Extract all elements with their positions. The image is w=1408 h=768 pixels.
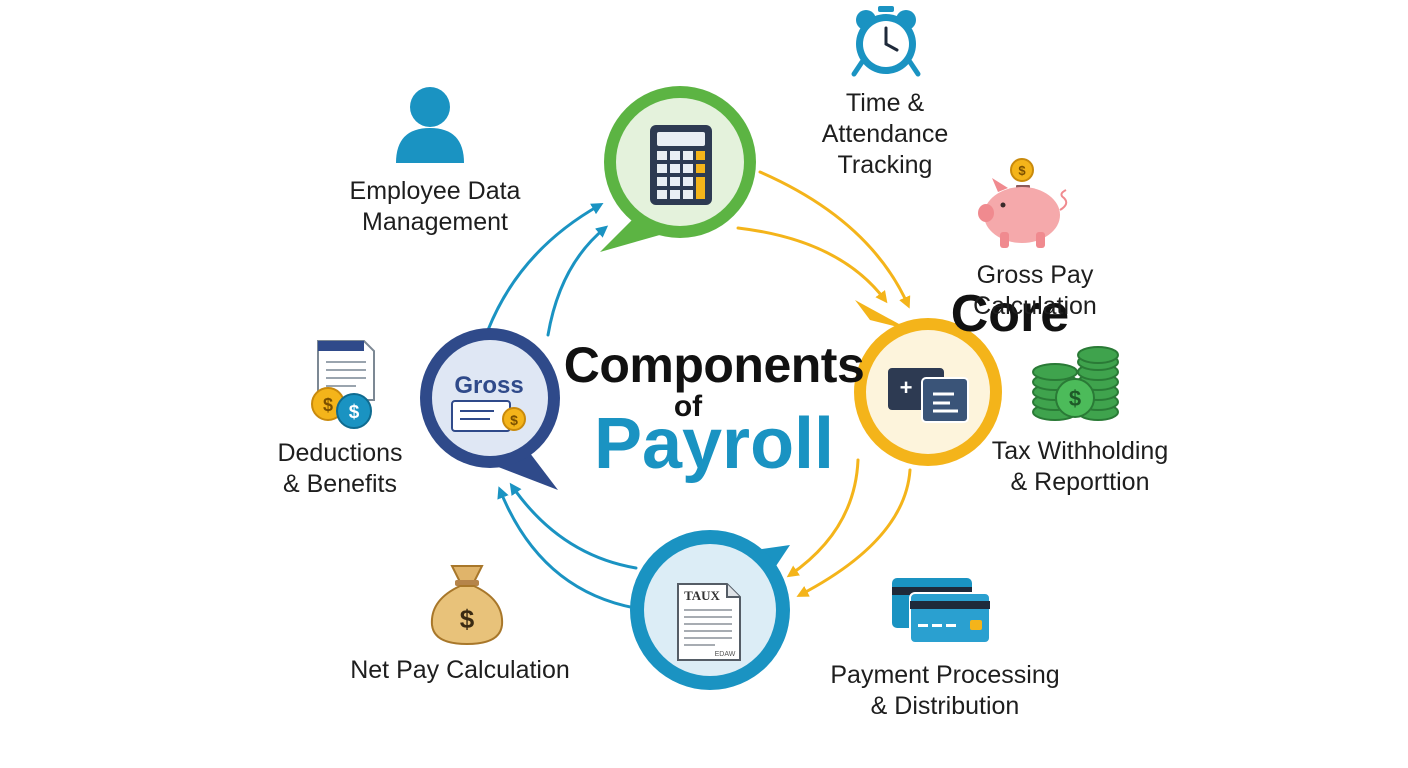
alarm-clock-icon bbox=[851, 6, 921, 77]
arrow-blue-left-outer bbox=[486, 203, 604, 332]
label-time-line2: Attendance bbox=[821, 120, 949, 148]
title-of: of bbox=[673, 390, 703, 423]
tax-node: TAUX EDAW bbox=[630, 530, 790, 690]
svg-text:$: $ bbox=[323, 395, 333, 415]
gross-pay-stub-icon: $ bbox=[451, 400, 526, 432]
arrow-yellow-top-outer bbox=[758, 170, 911, 309]
label-time-line3: Tracking bbox=[837, 151, 933, 179]
arrow-yellow-right-inner bbox=[786, 458, 860, 578]
label-time-attendance: Time & Attendance Tracking bbox=[790, 88, 980, 181]
label-employee-data: Employee Data Management bbox=[320, 176, 550, 238]
label-tax-line1: Tax Withholding bbox=[991, 437, 1169, 465]
label-tax-line2: & Reporttion bbox=[1010, 468, 1150, 496]
svg-text:$: $ bbox=[1069, 386, 1081, 411]
money-bag-icon: $ bbox=[430, 565, 504, 646]
label-deductions-line2: & Benefits bbox=[283, 470, 397, 498]
title-payroll: Payroll bbox=[593, 404, 835, 484]
label-deductions-line1: Deductions bbox=[277, 439, 403, 467]
svg-text:$: $ bbox=[510, 412, 518, 428]
label-employee-line1: Employee Data bbox=[349, 177, 521, 205]
piggy-bank-icon: $ bbox=[978, 158, 1068, 248]
label-deductions-benefits: Deductions & Benefits bbox=[245, 438, 435, 500]
calculator-icon bbox=[650, 125, 712, 205]
label-payment-line1: Payment Processing bbox=[830, 661, 1060, 689]
label-netpay-line1: Net Pay Calculation bbox=[350, 656, 570, 684]
gross-node-text: Gross bbox=[454, 372, 523, 399]
person-icon bbox=[396, 87, 464, 163]
money-stack-icon: $ bbox=[1032, 346, 1119, 421]
cards-node: + bbox=[854, 300, 1002, 466]
label-payment-processing: Payment Processing & Distribution bbox=[800, 660, 1090, 722]
cycle-arrows bbox=[486, 170, 912, 610]
label-payment-line2: & Distribution bbox=[870, 692, 1020, 720]
label-gross-pay: Gross Pay Calculation bbox=[930, 260, 1140, 322]
calculator-node bbox=[600, 86, 756, 252]
tax-document-icon: TAUX EDAW bbox=[677, 583, 741, 661]
title-components: Components bbox=[563, 337, 865, 393]
label-tax-withholding: Tax Withholding & Reporttion bbox=[965, 436, 1195, 498]
arrow-blue-bottom-inner bbox=[509, 482, 638, 570]
gross-node: Gross $ bbox=[420, 328, 560, 490]
svg-text:$: $ bbox=[1018, 163, 1026, 178]
arrow-blue-left-inner bbox=[546, 225, 609, 337]
svg-text:$: $ bbox=[460, 604, 475, 634]
arrow-yellow-right-outer bbox=[796, 468, 912, 597]
cards-icon: + bbox=[888, 368, 969, 423]
svg-text:$: $ bbox=[349, 402, 360, 423]
label-time-line1: Time & bbox=[845, 89, 925, 117]
label-gross-line2: Calculation bbox=[973, 292, 1097, 320]
label-net-pay: Net Pay Calculation bbox=[330, 655, 590, 686]
document-coins-icon: $ $ bbox=[311, 340, 375, 429]
arrow-blue-bottom-outer bbox=[497, 486, 637, 610]
arrow-yellow-top-inner bbox=[736, 226, 888, 304]
tax-document-title: TAUX bbox=[684, 588, 720, 603]
svg-text:+: + bbox=[900, 375, 913, 400]
tax-document-footer: EDAW bbox=[715, 651, 736, 658]
label-gross-line1: Gross Pay bbox=[976, 261, 1094, 289]
title-core: Core bbox=[950, 285, 1070, 343]
label-employee-line2: Management bbox=[362, 208, 508, 236]
credit-cards-icon bbox=[892, 578, 991, 644]
